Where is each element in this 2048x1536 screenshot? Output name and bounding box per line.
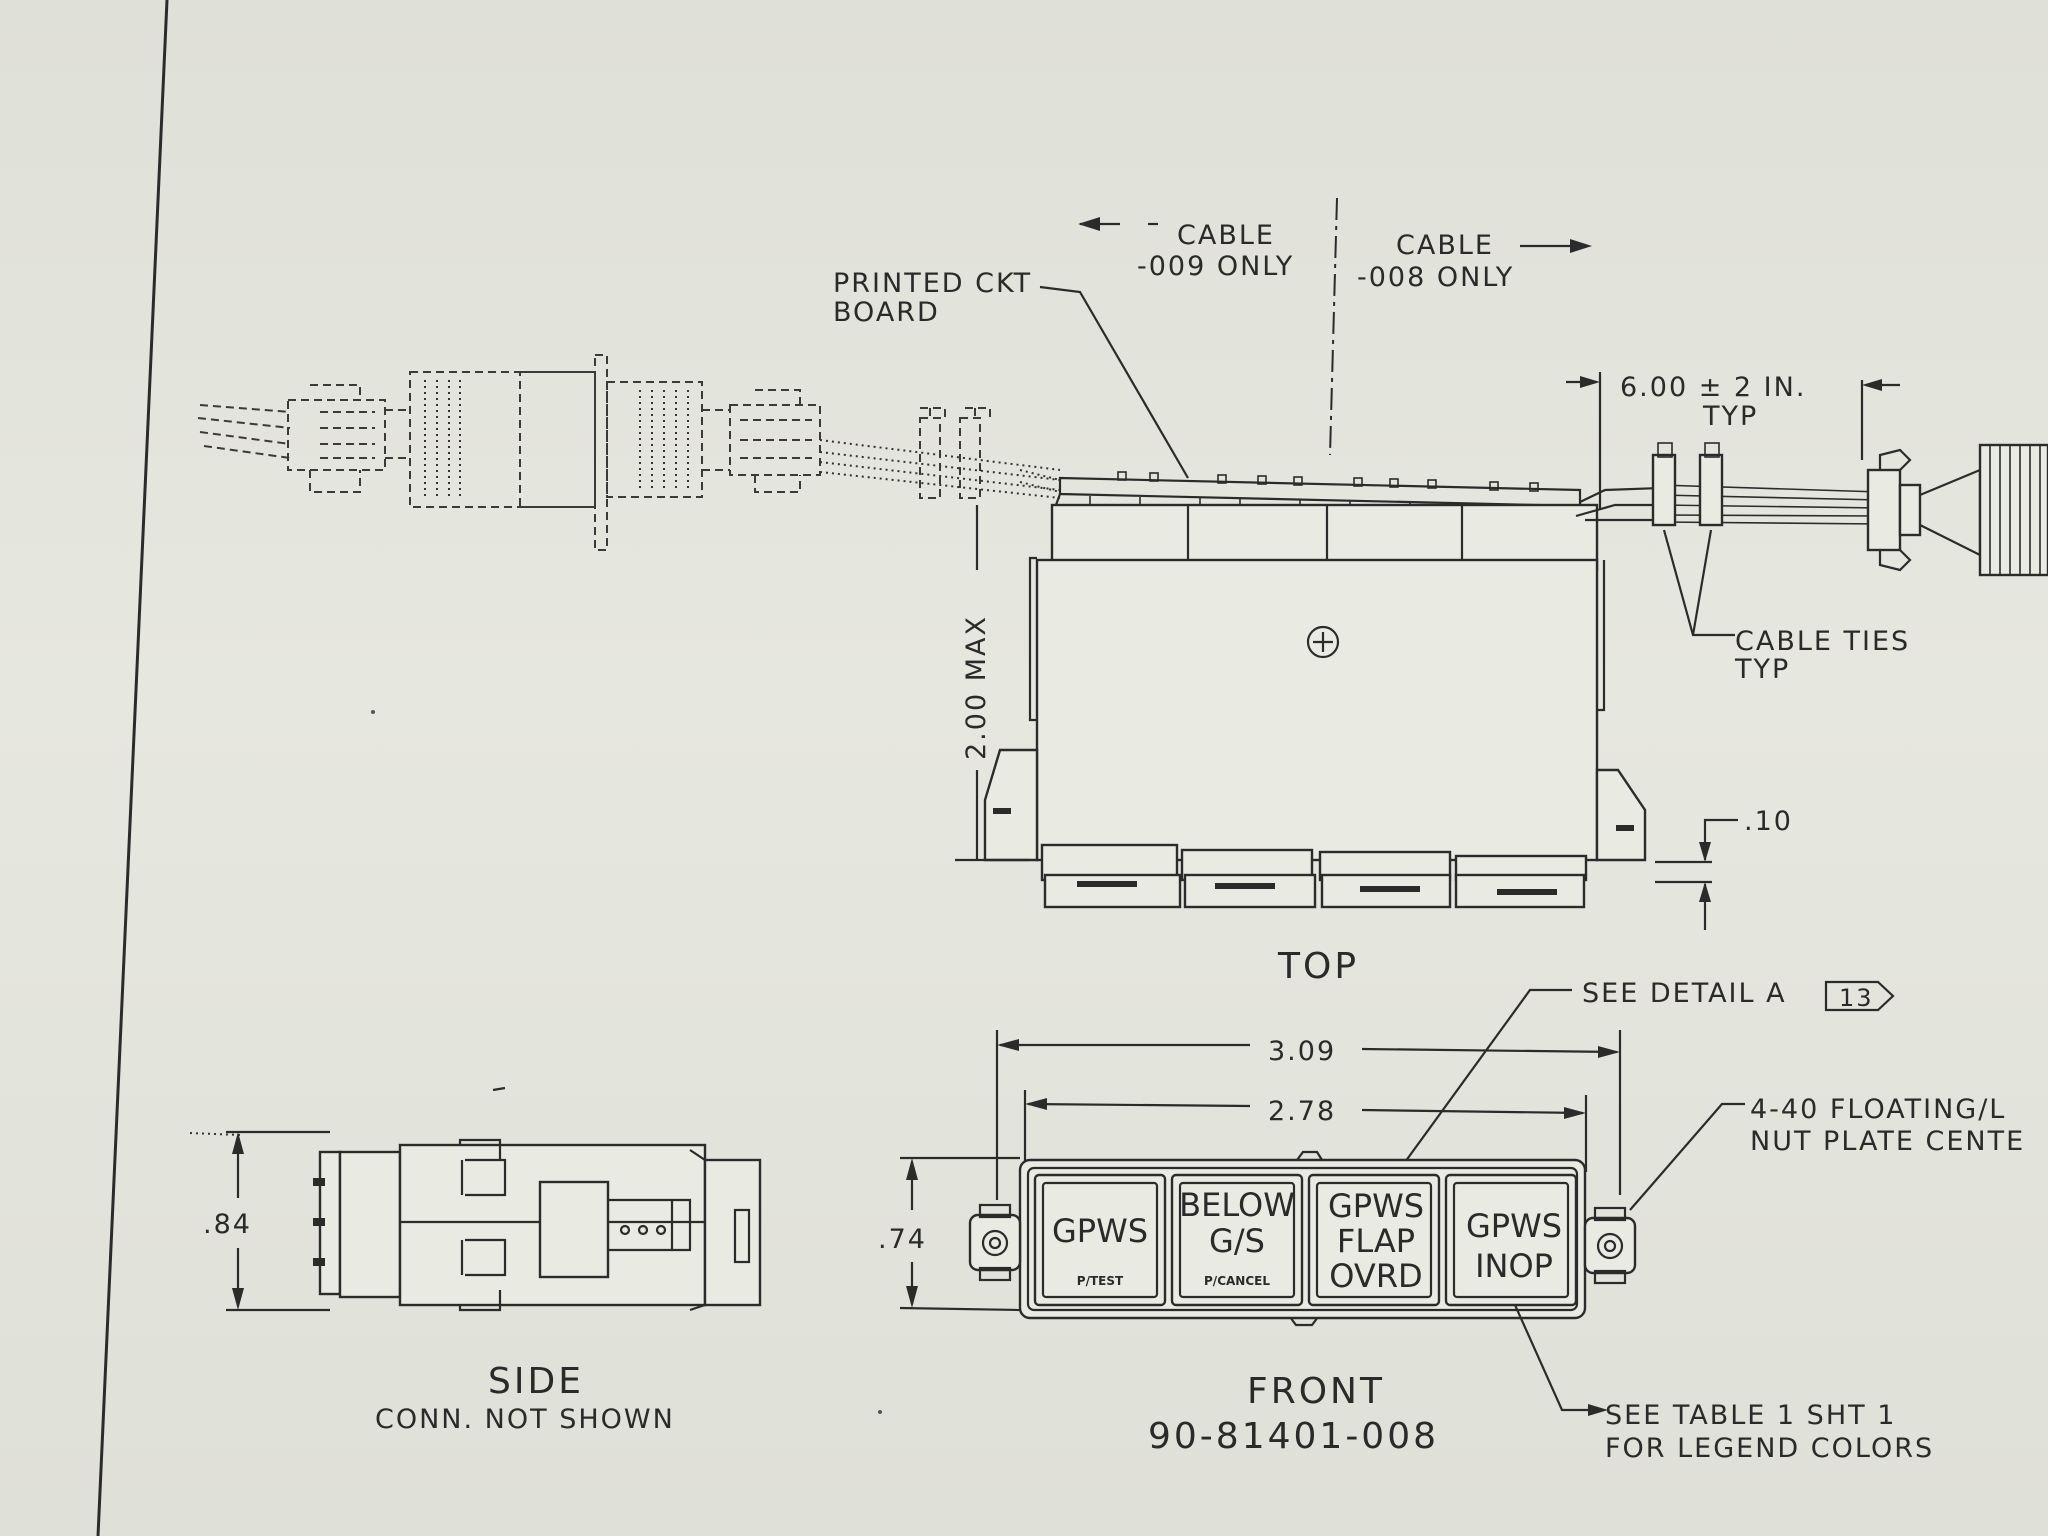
left-nut-plate <box>968 1203 1022 1282</box>
button-3-line-2: FLAP <box>1337 1222 1415 1260</box>
nut-plate-leader <box>1629 1102 1745 1211</box>
front-view-label: FRONT <box>1247 1371 1385 1412</box>
cable-ties-label-2: TYP <box>1734 654 1790 685</box>
pcb-leader <box>1039 285 1189 479</box>
button-1-line-1: GPWS <box>1052 1212 1148 1250</box>
see-table-leader <box>1513 1304 1600 1412</box>
cable-008-assembly <box>1575 442 2048 577</box>
see-detail-label: SEE DETAIL A <box>1582 978 1787 1009</box>
button-2-line-2: G/S <box>1209 1222 1265 1260</box>
pushbutton-gpws-flap-ovrd[interactable]: GPWS FLAP OVRD <box>1307 1173 1441 1307</box>
side-view-label: SIDE <box>488 1361 584 1402</box>
sheet-margin-line <box>96 0 169 1536</box>
dim-084-label: .84 <box>203 1209 252 1240</box>
top-view-label: TOP <box>1277 946 1359 987</box>
dim-0-74: .74 <box>878 1156 1021 1312</box>
side-view-note: CONN. NOT SHOWN <box>375 1404 675 1435</box>
detail-ref-number: 13 <box>1839 984 1874 1012</box>
nut-plate-label-2: NUT PLATE CENTE <box>1750 1126 2025 1157</box>
button-3-line-3: OVRD <box>1329 1257 1422 1295</box>
see-detail-leader <box>1391 988 1572 1181</box>
switch-housing-top <box>983 503 1647 909</box>
pushbutton-gpws-inop[interactable]: GPWS INOP <box>1444 1173 1578 1307</box>
print-speck <box>371 710 375 714</box>
dim-278-label: 2.78 <box>1268 1096 1336 1127</box>
dim-6-00: 6.00 ± 2 IN. TYP <box>1566 372 1900 510</box>
pcb-label-2: BOARD <box>833 297 940 328</box>
cable-009-label-2: -009 ONLY <box>1137 251 1294 282</box>
pushbutton-below-gs[interactable]: BELOW G/S P/CANCEL <box>1170 1173 1304 1307</box>
switch-housing-side: .84 <box>189 1086 762 1312</box>
pcb-label-1: PRINTED CKT <box>833 268 1032 299</box>
print-speck <box>878 1410 882 1414</box>
dim-2-78: 2.78 <box>1023 1090 1588 1172</box>
cable-008-label-1: CABLE <box>1396 230 1494 261</box>
button-1-sub: P/TEST <box>1077 1274 1124 1288</box>
dim-2-00-max: 2.00 MAX <box>955 505 1030 862</box>
cable-009-dashed-assembly <box>197 354 1061 551</box>
see-table-label-1: SEE TABLE 1 SHT 1 <box>1605 1400 1896 1431</box>
detail-ref-flag: 13 <box>1824 980 1895 1012</box>
cable-008-label-2: -008 ONLY <box>1357 262 1514 293</box>
part-number-label: 90-81401-008 <box>1148 1416 1439 1457</box>
cable-ties-leader <box>1662 529 1735 637</box>
dim-0-10: .10 <box>1655 806 1793 930</box>
cable-009-label-1: CABLE <box>1177 220 1275 251</box>
right-nut-plate <box>1583 1206 1637 1285</box>
see-table-label-2: FOR LEGEND COLORS <box>1605 1433 1934 1464</box>
button-4-line-2: INOP <box>1475 1247 1553 1285</box>
mounting-screw-icon <box>1306 625 1340 659</box>
dim-6-label-2: TYP <box>1702 401 1758 432</box>
button-2-line-1: BELOW <box>1179 1186 1295 1224</box>
dim-309-label: 3.09 <box>1268 1036 1336 1067</box>
cable-variant-divider <box>1329 197 1338 456</box>
dim-3-09: 3.09 <box>995 1030 1622 1200</box>
dim-2-label: 2.00 MAX <box>961 615 992 760</box>
button-3-line-1: GPWS <box>1328 1187 1424 1225</box>
nut-plate-label-1: 4-40 FLOATING/L <box>1750 1094 2006 1125</box>
dim-074-label: .74 <box>878 1224 927 1255</box>
button-2-sub: P/CANCEL <box>1204 1274 1270 1288</box>
pushbutton-gpws-ptest[interactable]: GPWS P/TEST <box>1033 1173 1167 1307</box>
dim-010-label: .10 <box>1744 806 1793 837</box>
dim-6-label-1: 6.00 ± 2 IN. <box>1620 372 1806 403</box>
button-4-line-1: GPWS <box>1466 1207 1562 1245</box>
cable-ties-label-1: CABLE TIES <box>1735 626 1910 657</box>
